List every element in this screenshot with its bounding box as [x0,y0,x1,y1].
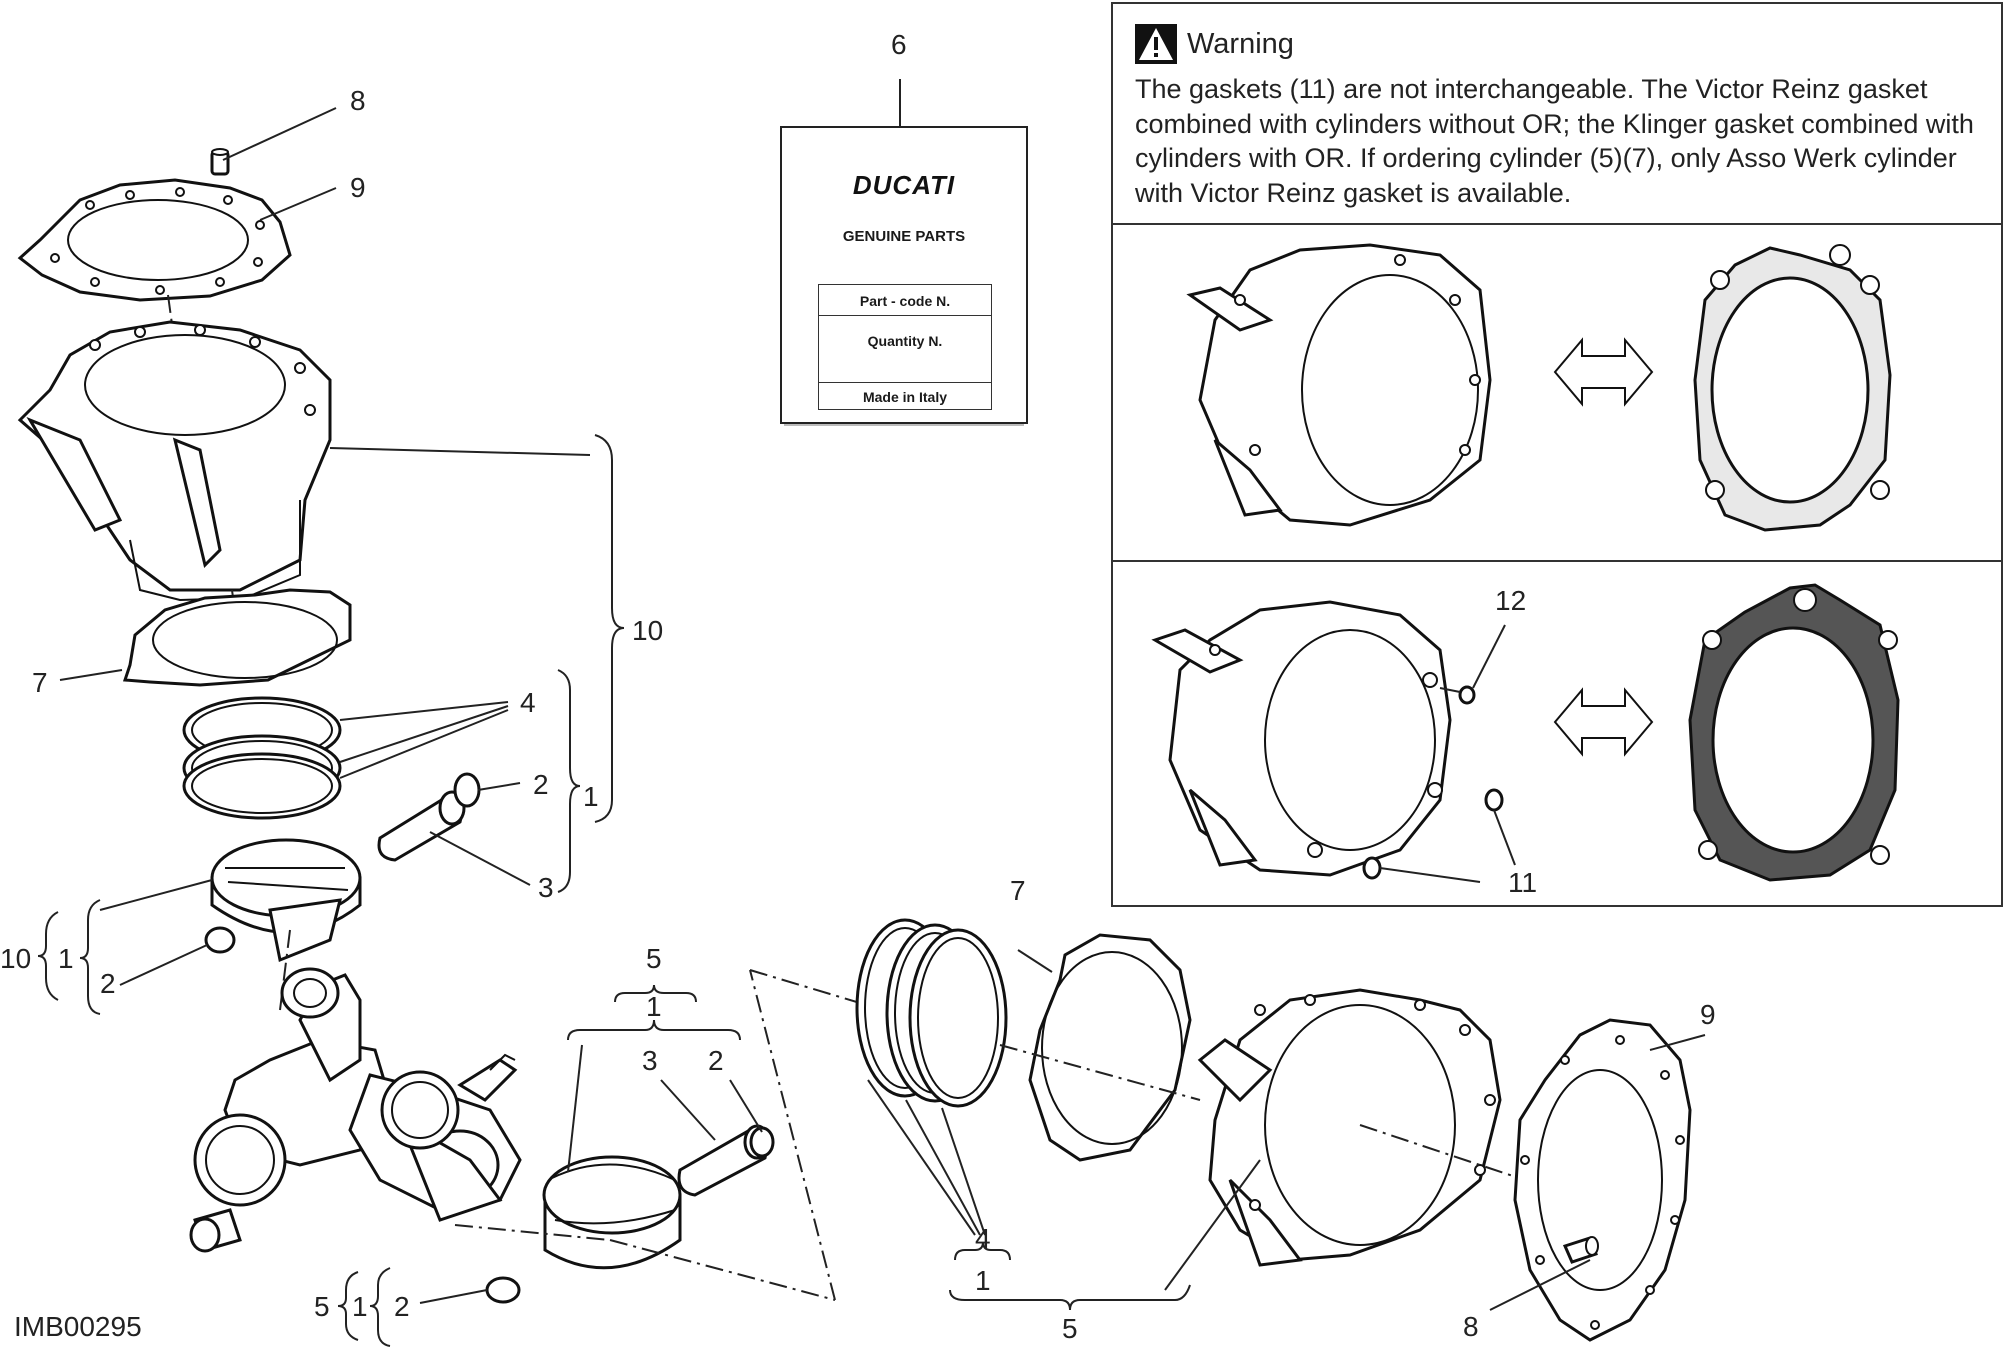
label-table: Part - code N. Quantity N. Made in Italy [818,284,992,410]
warning-text: The gaskets (11) are not interchangeable… [1135,74,1974,208]
image-code: IMB00295 [14,1311,142,1342]
callout-8-bottom: 8 [1463,1311,1479,1342]
part-code-label: Part - code N. [859,293,951,309]
callout-1-mid: 1 [646,991,662,1022]
dowel-pin-bottom [1562,1236,1599,1264]
callout-2-left: 2 [533,769,549,800]
warning-title: Warning [1187,27,1294,60]
ducati-logo: DUCATI [852,170,956,200]
callout-10-right: 10 [632,615,663,646]
dowel-pin-top [210,148,230,176]
callout-1-bottom-left: 1 [352,1291,368,1322]
base-gasket-left [122,588,352,687]
crankshaft-assembly [189,967,522,1253]
cylinder-without-or [1186,243,1492,527]
callout-10-left: 10 [0,943,31,974]
callout-1-left: 1 [58,943,74,974]
circlip-bottom-left [204,926,236,954]
o-ring-12 [1458,685,1476,705]
callout-11: 11 [1508,867,1537,898]
victor-reinz-gasket [1693,244,1892,532]
made-in-label: Made in Italy [862,389,948,405]
klinger-gasket [1688,583,1900,882]
cylinder-top [17,320,332,602]
callout-1-bottom: 1 [975,1265,991,1296]
quantity-label: Quantity N. [867,333,943,349]
piston-rings-left [182,696,342,820]
callout-9-right: 9 [1700,999,1716,1030]
warning-triangle-icon [1135,24,1177,64]
callout-5-bottom-left: 5 [314,1291,330,1322]
callout-1-right: 1 [583,781,599,812]
callout-7-right: 7 [1010,875,1026,906]
base-gasket-bottom [1028,933,1192,1162]
head-gasket-top [17,178,292,302]
callout-7-left: 7 [32,667,48,698]
callout-2-bottom-left: 2 [100,968,116,999]
warning-panel: Warning The gaskets (11) are not interch… [1111,2,2003,907]
callout-3-mid: 3 [642,1045,658,1076]
callout-12: 12 [1495,585,1526,616]
genuine-parts-label: DUCATI GENUINE PARTS Part - code N. Quan… [780,126,1028,424]
callout-6: 6 [891,29,907,60]
piston-rings-bottom [855,918,1008,1108]
cylinder-with-or [1151,600,1452,877]
warning-divider-2 [1113,560,2001,562]
piston-mid [542,1155,682,1270]
callout-2-mid: 2 [708,1045,724,1076]
circlip-mid-right [749,1126,775,1158]
callout-9-top: 9 [350,172,366,203]
warning-divider-1 [1113,223,2001,225]
callout-4-bottom: 4 [975,1223,991,1254]
callout-5-mid: 5 [646,943,662,974]
callout-3-left: 3 [538,872,554,903]
callout-2-bottom: 2 [394,1291,410,1322]
circlip-right-left [453,772,481,808]
callout-4-left: 4 [520,687,536,718]
interchange-arrow-bottom [1553,687,1654,757]
piston-pin-left [377,790,466,862]
warning-header: Warning [1135,22,1294,66]
head-gasket-bottom [1513,1018,1692,1342]
callout-5-bottom: 5 [1062,1313,1078,1344]
cylinder-bottom [1197,988,1502,1267]
interchange-arrow-top [1553,337,1654,407]
genuine-parts-text: GENUINE PARTS [842,228,966,245]
callout-8-top: 8 [350,85,366,116]
circlip-mid-bottom [485,1276,521,1304]
